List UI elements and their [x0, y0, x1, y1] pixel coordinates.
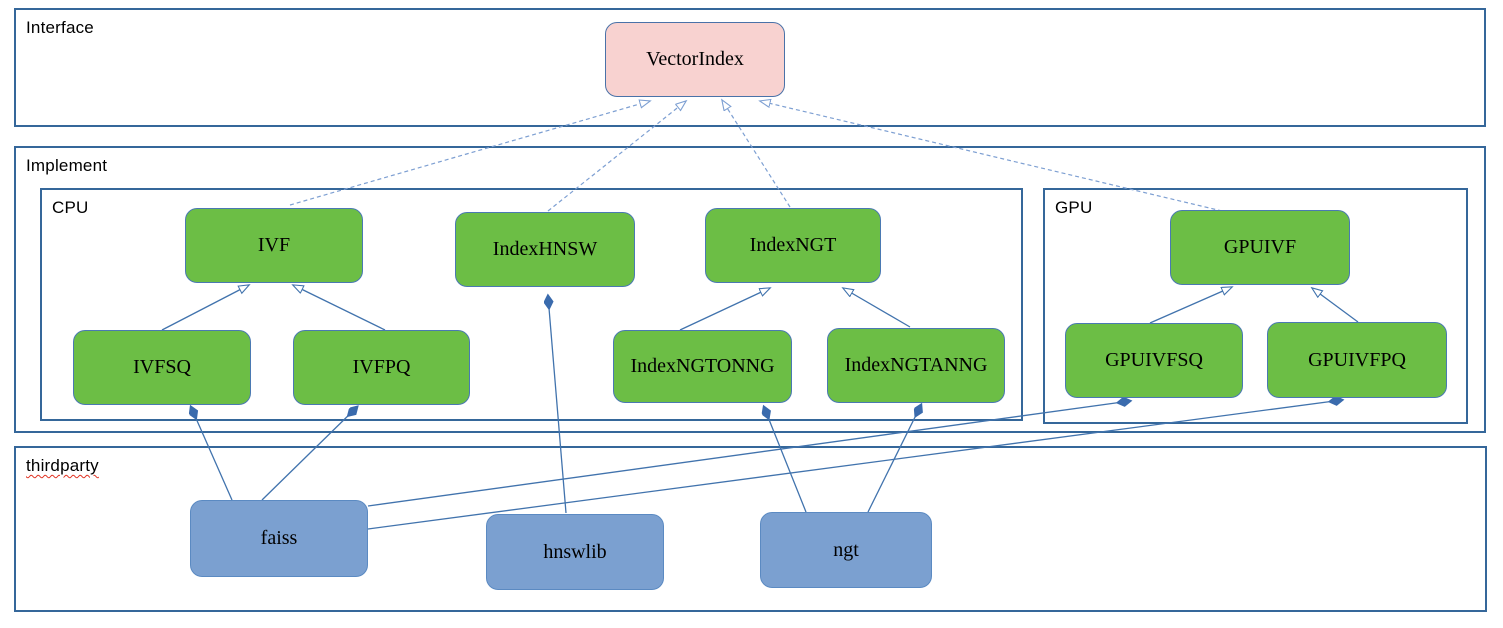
node-indexngt[interactable]: IndexNGT [705, 208, 881, 283]
node-ivfpq[interactable]: IVFPQ [293, 330, 470, 405]
node-faiss[interactable]: faiss [190, 500, 368, 577]
node-indexhnsw-label: IndexHNSW [492, 238, 598, 260]
node-faiss-label: faiss [260, 527, 298, 549]
node-ngt-label: ngt [833, 538, 859, 561]
node-hnswlib[interactable]: hnswlib [486, 514, 664, 590]
node-ivf[interactable]: IVF [185, 208, 363, 283]
container-implement-label: Implement [26, 156, 108, 175]
node-ivfpq-label: IVFPQ [352, 356, 411, 378]
container-cpu-label: CPU [52, 198, 89, 217]
container-interface-label: Interface [26, 18, 94, 37]
node-vectorindex-label: VectorIndex [646, 48, 744, 70]
node-ivfsq-label: IVFSQ [133, 356, 191, 378]
node-gpuivf-label: GPUIVF [1223, 236, 1297, 258]
node-indexngtonng[interactable]: IndexNGTONNG [613, 330, 792, 403]
node-indexngtonng-label: IndexNGTONNG [630, 355, 775, 377]
node-vectorindex[interactable]: VectorIndex [605, 22, 785, 97]
node-ivf-label: IVF [257, 234, 291, 256]
node-hnswlib-label: hnswlib [543, 540, 607, 563]
node-indexngt-label: IndexNGT [749, 234, 837, 256]
node-gpuivfpq-label: GPUIVFPQ [1308, 348, 1406, 371]
node-ivfsq[interactable]: IVFSQ [73, 330, 251, 405]
node-gpuivf[interactable]: GPUIVF [1170, 210, 1350, 285]
node-indexhnsw[interactable]: IndexHNSW [455, 212, 635, 287]
node-indexngtanng-label: IndexNGTANNG [844, 354, 988, 376]
node-gpuivfpq[interactable]: GPUIVFPQ [1267, 322, 1447, 398]
container-thirdparty-label: thirdparty [26, 456, 99, 475]
container-gpu-label: GPU [1055, 198, 1093, 217]
node-indexngtanng[interactable]: IndexNGTANNG [827, 328, 1005, 403]
node-ngt[interactable]: ngt [760, 512, 932, 588]
node-gpuivfsq-label: GPUIVFSQ [1105, 349, 1203, 371]
node-gpuivfsq[interactable]: GPUIVFSQ [1065, 323, 1243, 398]
